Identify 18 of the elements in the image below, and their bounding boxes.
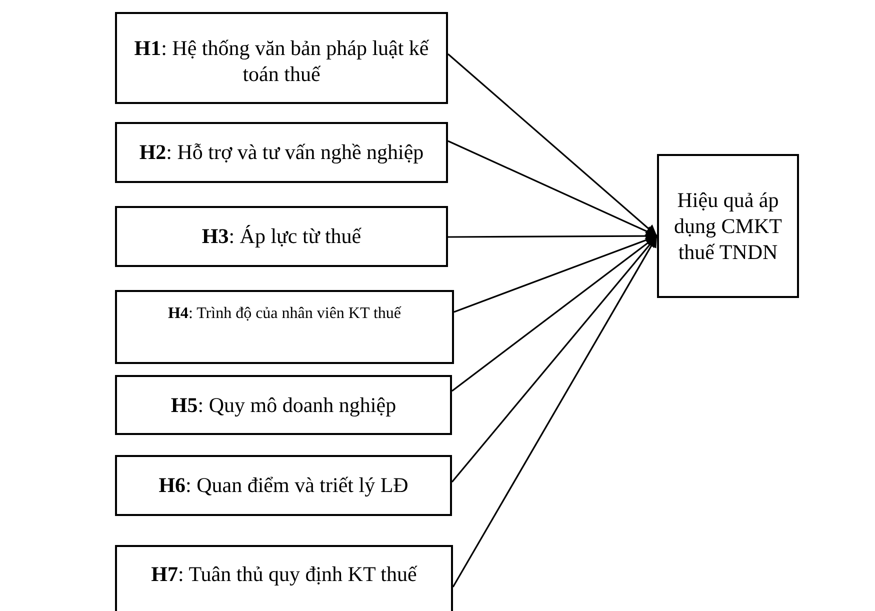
factor-box xyxy=(115,375,452,435)
box-text: H3: Áp lực từ thuế xyxy=(202,223,362,250)
box-text: H4: Trình độ của nhân viên KT thuế xyxy=(168,304,402,324)
box-text: H2: Hỗ trợ và tư vấn nghề nghiệp xyxy=(139,139,424,166)
box-text: H6: Quan điểm và triết lý LĐ xyxy=(158,472,408,499)
arrow xyxy=(452,236,658,588)
factor-box xyxy=(115,455,452,516)
box-text: H1: Hệ thống văn bản pháp luật kế toán thuế xyxy=(133,34,430,88)
factor-box xyxy=(115,290,454,364)
factor-box xyxy=(115,12,448,104)
arrow xyxy=(447,53,658,237)
factor-box xyxy=(115,206,448,267)
box-text: H5: Quy mô doanh nghiệp xyxy=(170,392,396,418)
box-text: H7: Tuân thủ quy định KT thuế xyxy=(151,561,417,588)
factor-box xyxy=(115,545,453,611)
factor-box xyxy=(115,122,448,183)
box-text: Hiệu quả áp dụng CMKT thuế TNDN xyxy=(673,186,783,266)
outcome-box xyxy=(657,154,799,298)
